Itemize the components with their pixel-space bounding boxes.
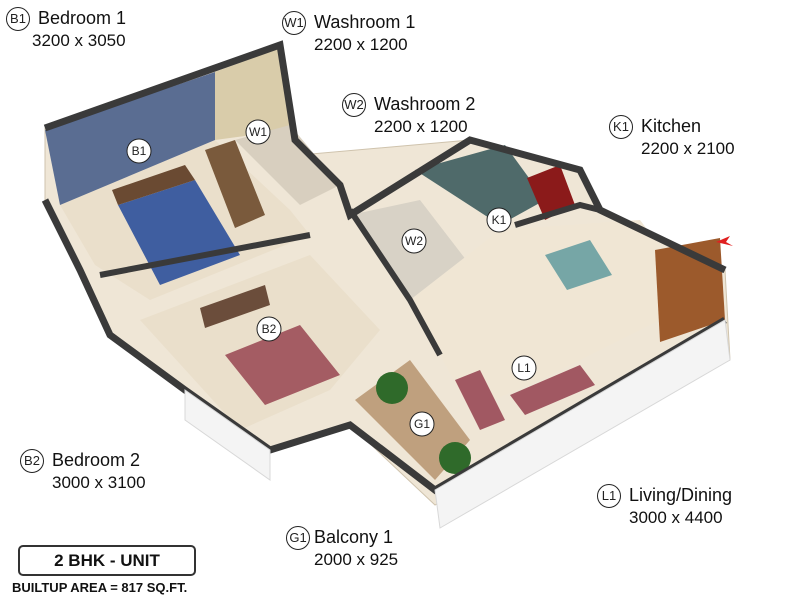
sofa: [455, 370, 505, 430]
tag-k1: K1: [486, 207, 512, 233]
legend-balcony: G1 Balcony 1 2000 x 925: [286, 526, 398, 571]
wardrobe: [205, 140, 265, 228]
legend-name-w1: Washroom 1: [314, 12, 416, 32]
legend-size-w1: 2200 x 1200: [314, 35, 408, 54]
legend-name-g1: Balcony 1: [314, 527, 394, 547]
legend-tag-l1: L1: [597, 484, 621, 508]
builtup-area-label: BUILTUP AREA = 817 SQ.FT.: [12, 580, 188, 595]
tag-g1: G1: [409, 411, 435, 437]
svg-text:B1: B1: [132, 144, 147, 158]
slab-face-left: [184, 389, 271, 481]
kitchen-counter: [415, 145, 545, 225]
tag-b1: B1: [126, 138, 152, 164]
legend-size-w2: 2200 x 1200: [374, 117, 468, 136]
tag-l1: L1: [511, 355, 537, 381]
legend-tag-b1: B1: [6, 7, 30, 31]
legend-size-b1: 3200 x 3050: [32, 31, 126, 50]
inner-wall-3: [514, 201, 601, 228]
svg-text:B2: B2: [262, 322, 277, 336]
svg-text:W1: W1: [249, 125, 267, 139]
inner-wall-1: [99, 232, 311, 278]
legend-bedroom2: B2 Bedroom 2 3000 x 3100: [20, 449, 146, 494]
tag-w1: W1: [245, 119, 271, 145]
legend-size-g1: 2000 x 925: [314, 550, 399, 569]
entry-arrow: [716, 236, 733, 246]
fridge: [527, 165, 575, 220]
legend-living: L1 Living/Dining 3000 x 4400: [597, 484, 732, 529]
bed2: [225, 325, 340, 405]
legend-washroom1: W1 Washroom 1 2200 x 1200: [282, 11, 415, 56]
legend-size-b2: 3000 x 3100: [52, 473, 146, 492]
legend-washroom2: W2 Washroom 2 2200 x 1200: [342, 93, 475, 138]
svg-text:G1: G1: [414, 417, 430, 431]
tag-w2: W2: [401, 228, 427, 254]
legend-name-k1: Kitchen: [641, 116, 702, 136]
tv-unit: [200, 285, 270, 328]
unit-type-label: 2 BHK - UNIT: [18, 545, 196, 576]
legend-size-l1: 3000 x 4400: [629, 508, 723, 527]
legend-name-w2: Washroom 2: [374, 94, 476, 114]
legend-tag-b2: B2: [20, 449, 44, 473]
plant-1: [376, 372, 408, 404]
bed1: [118, 180, 240, 285]
tag-b2: B2: [256, 316, 282, 342]
legend-tag-w2: W2: [342, 93, 366, 117]
plant-2: [439, 442, 471, 474]
legend-tag-g1: G1: [286, 526, 310, 550]
legend-tag-k1: K1: [609, 115, 633, 139]
legend-name-b1: Bedroom 1: [38, 8, 127, 28]
dining-table: [545, 240, 612, 290]
slab-face-right: [434, 319, 731, 529]
legend-bedroom1: B1 Bedroom 1 3200 x 3050: [6, 7, 126, 52]
living-floor: [410, 220, 700, 410]
svg-text:L1: L1: [517, 361, 531, 375]
legend-kitchen: K1 Kitchen 2200 x 2100: [609, 115, 735, 160]
legend-name-l1: Living/Dining: [629, 485, 733, 505]
legend-name-b2: Bedroom 2: [52, 450, 141, 470]
legend-tag-w1: W1: [282, 11, 306, 35]
legend-size-k1: 2200 x 2100: [641, 139, 735, 158]
sofa2: [510, 365, 595, 415]
bedroom1-wall-tile: [215, 48, 290, 140]
svg-text:K1: K1: [492, 213, 507, 227]
washroom1-floor: [235, 125, 340, 205]
inner-wall-2: [347, 208, 443, 357]
svg-text:W2: W2: [405, 234, 423, 248]
bedroom1-wall-blue: [45, 72, 215, 205]
bed1-headboard: [112, 165, 195, 205]
